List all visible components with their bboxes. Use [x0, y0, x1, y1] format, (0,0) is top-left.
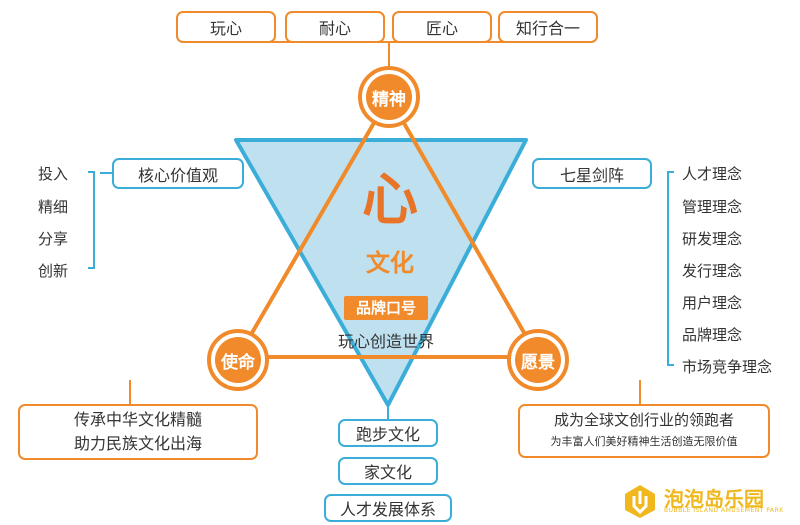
vision-box: 成为全球文创行业的领跑者 为丰富人们美好精神生活创造无限价值 [518, 404, 770, 458]
top-value-box: 知行合一 [498, 11, 598, 43]
core-value-item: 创新 [38, 262, 69, 280]
top-value-label: 耐心 [318, 19, 351, 38]
top-value-box: 玩心 [176, 11, 276, 43]
philosophy-item: 发行理念 [682, 262, 743, 280]
philosophy-item: 研发理念 [682, 230, 743, 248]
core-value-item: 投入 [38, 165, 69, 183]
top-value-box: 匠心 [392, 11, 492, 43]
top-value-label: 玩心 [209, 19, 242, 38]
bubble-island-logo-icon [625, 485, 655, 518]
seven-stars-title: 七星剑阵 [559, 165, 624, 185]
bottom-culture-box: 人才发展体系 [324, 494, 452, 522]
bracket-right [667, 171, 674, 366]
node-spirit-label: 精神 [366, 74, 412, 120]
slogan-badge: 品牌口号 [344, 296, 428, 320]
mission-box: 传承中华文化精髓 助力民族文化出海 [18, 404, 258, 460]
seven-stars-box: 七星剑阵 [532, 158, 652, 189]
node-vision: 愿景 [507, 329, 569, 391]
core-value-item: 精细 [38, 198, 69, 216]
bottom-culture-box: 跑步文化 [338, 419, 438, 447]
bracket-left [88, 171, 95, 269]
top-value-label: 知行合一 [515, 19, 580, 38]
bottom-culture-box: 家文化 [338, 457, 438, 485]
mission-line: 助力民族文化出海 [73, 434, 202, 453]
bottom-culture-label: 跑步文化 [355, 425, 420, 444]
vision-line-sub: 为丰富人们美好精神生活创造无限价值 [550, 435, 738, 448]
mission-line: 传承中华文化精髓 [73, 410, 202, 429]
philosophy-item: 品牌理念 [682, 326, 743, 344]
bottom-culture-label: 人才发展体系 [339, 500, 436, 519]
top-value-label: 匠心 [425, 19, 458, 38]
philosophy-item: 管理理念 [682, 198, 743, 216]
center-glyph: 心 [362, 167, 418, 233]
philosophy-item: 人才理念 [682, 165, 743, 183]
core-values-box: 核心价值观 [112, 158, 244, 189]
philosophy-item: 市场竞争理念 [682, 358, 773, 376]
vision-line-main: 成为全球文创行业的领跑者 [553, 411, 734, 429]
core-values-title: 核心价值观 [137, 165, 218, 185]
node-vision-label: 愿景 [515, 337, 561, 383]
bottom-culture-label: 家文化 [363, 463, 412, 482]
core-value-item: 分享 [38, 230, 69, 248]
slogan-text: 玩心创造世界 [337, 332, 434, 351]
philosophy-item: 用户理念 [682, 294, 743, 312]
node-mission: 使命 [207, 329, 269, 391]
node-spirit: 精神 [358, 66, 420, 128]
center-title: 文化 [366, 249, 414, 277]
upright-triangle [236, 95, 540, 359]
node-mission-label: 使命 [215, 337, 261, 383]
logo-name: 泡泡岛乐园 [664, 487, 764, 511]
logo-subtitle: BUBBLE ISLAND AMUSEMENT PARK [664, 507, 784, 514]
top-value-box: 耐心 [285, 11, 385, 43]
